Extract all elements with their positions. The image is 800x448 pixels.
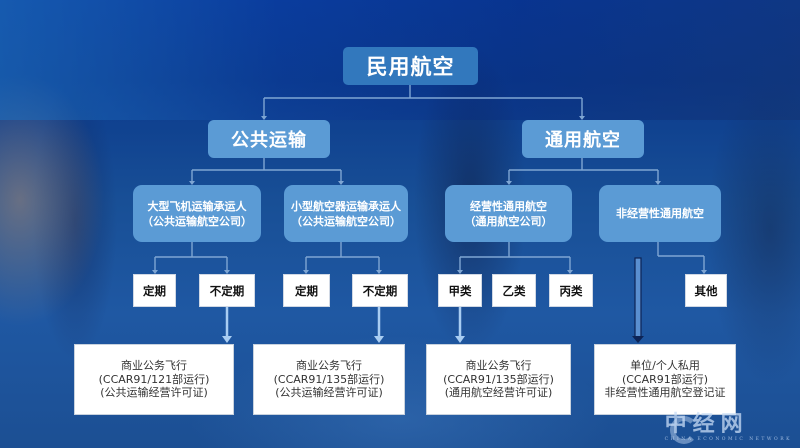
type-label: 定期 [295, 283, 318, 298]
node-line1: 非经营性通用航空 [616, 207, 704, 220]
watermark-sub: CHINA ECONOMIC NETWORK [664, 437, 792, 442]
node-noncommercial-general-aviation: 非经营性通用航空 [599, 185, 721, 242]
type-scheduled-small: 定期 [283, 274, 330, 307]
type-class-a: 甲类 [438, 274, 482, 307]
type-label: 不定期 [362, 283, 398, 298]
type-label: 甲类 [448, 283, 472, 298]
type-scheduled-large: 定期 [133, 274, 176, 307]
detail-line2: (CCAR91部运行) [621, 372, 709, 386]
type-nonscheduled-large: 不定期 [199, 274, 255, 307]
node-line1: 经营性通用航空 [470, 199, 547, 213]
detail-line3: (公共运输经营许可证) [100, 386, 208, 400]
type-label: 乙类 [502, 283, 526, 298]
detail-box-noncommercial-ga: 单位/个人私用 (CCAR91部运行) 非经营性通用航空登记证 [594, 344, 736, 415]
type-nonscheduled-small: 不定期 [352, 274, 408, 307]
detail-line1: 商业公务飞行 [121, 359, 187, 373]
node-large-aircraft-carrier: 大型飞机运输承运人 （公共运输航空公司） [133, 185, 261, 242]
type-class-b: 乙类 [492, 274, 536, 307]
type-class-c: 丙类 [549, 274, 593, 307]
category-public-transport: 公共运输 [208, 120, 330, 158]
category-label: 公共运输 [231, 130, 307, 151]
root-node-civil-aviation: 民用航空 [343, 47, 478, 85]
category-label: 通用航空 [545, 130, 621, 151]
detail-line1: 商业公务飞行 [296, 359, 362, 373]
node-line2: （通用航空公司） [464, 214, 553, 228]
watermark-main: 中经网 [664, 411, 749, 437]
node-line2: （公共运输航空公司） [142, 214, 252, 228]
watermark-logo-icon [670, 416, 698, 444]
detail-box-large-carrier: 商业公务飞行 (CCAR91/121部运行) (公共运输经营许可证) [74, 344, 234, 415]
node-small-aircraft-carrier: 小型航空器运输承运人 （公共运输航空公司） [284, 185, 408, 242]
detail-line3: (公共运输经营许可证) [275, 386, 383, 400]
type-label: 其他 [694, 283, 718, 298]
detail-line3: (通用航空经营许可证) [444, 386, 553, 400]
root-label: 民用航空 [366, 55, 455, 79]
detail-box-small-carrier: 商业公务飞行 (CCAR91/135部运行) (公共运输经营许可证) [253, 344, 405, 415]
detail-box-commercial-ga: 商业公务飞行 (CCAR91/135部运行) (通用航空经营许可证) [426, 344, 571, 415]
category-general-aviation: 通用航空 [522, 120, 644, 158]
detail-line2: (CCAR91/121部运行) [98, 372, 210, 386]
detail-line1: 商业公务飞行 [465, 359, 532, 373]
detail-line3: 非经营性通用航空登记证 [604, 386, 726, 400]
type-other: 其他 [685, 274, 727, 307]
type-label: 丙类 [559, 283, 583, 298]
detail-line1: 单位/个人私用 [630, 359, 700, 373]
node-line1: 大型飞机运输承运人 [147, 199, 247, 213]
node-line2: （公共运输航空公司） [291, 214, 401, 228]
type-label: 定期 [143, 283, 166, 298]
type-label: 不定期 [209, 283, 245, 298]
watermark: 中经网 CHINA ECONOMIC NETWORK [665, 406, 792, 442]
node-commercial-general-aviation: 经营性通用航空 （通用航空公司） [445, 185, 572, 242]
node-line1: 小型航空器运输承运人 [291, 199, 401, 213]
detail-line2: (CCAR91/135部运行) [443, 372, 554, 386]
detail-line2: (CCAR91/135部运行) [273, 372, 385, 386]
